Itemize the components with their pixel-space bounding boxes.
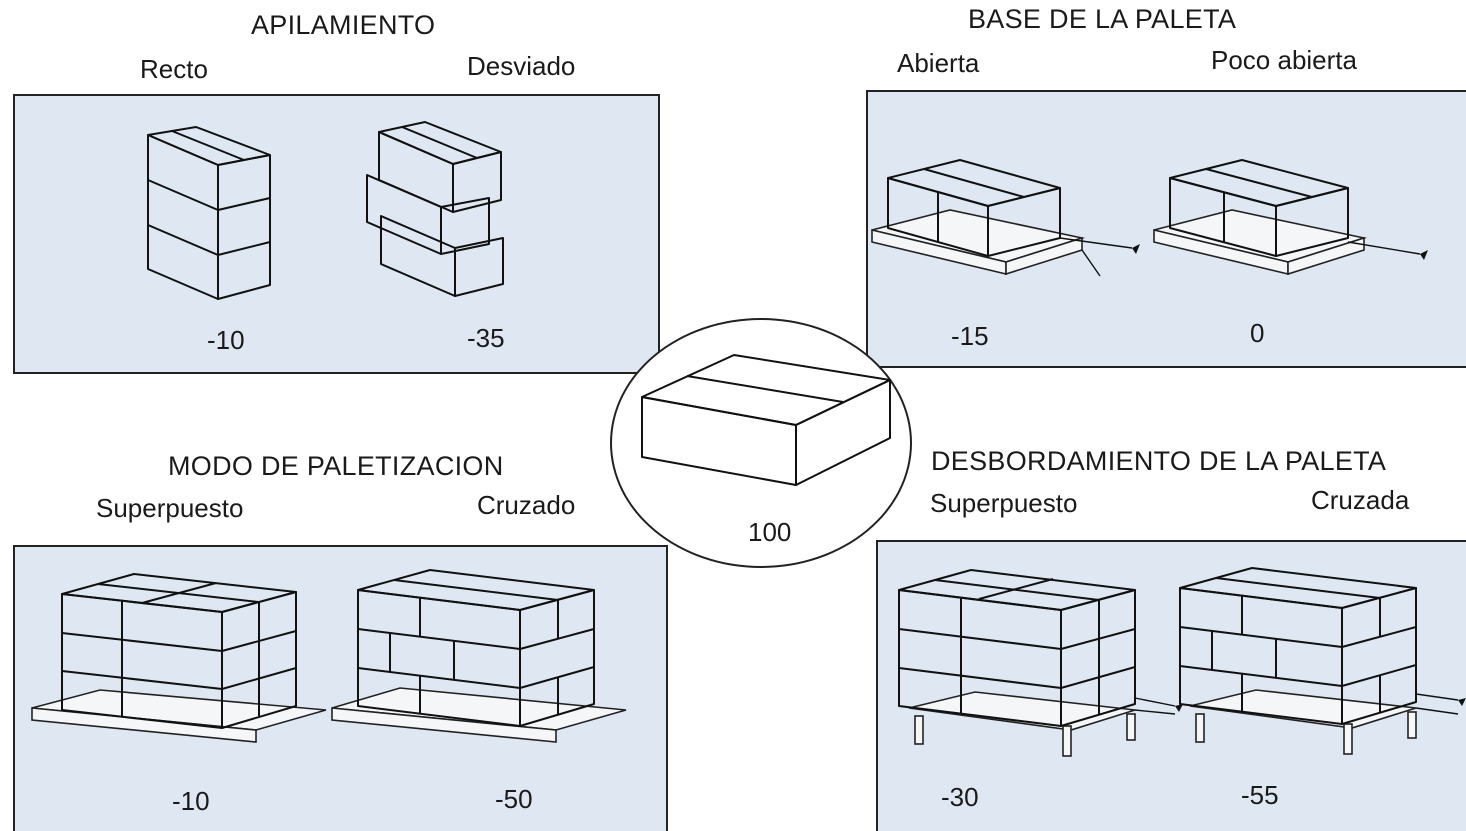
center-box-figure [641,354,891,486]
label-desviado: Desviado [467,51,576,81]
label-superpuesto-modo: Superpuesto [96,493,244,523]
pallet-open-figure [871,159,1140,277]
value-recto: -10 [207,325,245,355]
value-abierta: -15 [951,321,989,351]
value-poco-abierta: 0 [1250,318,1265,348]
label-superpuesto-desb: Superpuesto [930,488,1078,518]
overhang-column-figure [898,569,1183,757]
stack-straight-figure [147,126,271,300]
panel-desbordamiento [876,540,1466,831]
heading-desbordamiento: DESBORDAMIENTO DE LA PALETA [931,446,1387,476]
label-poco-abierta: Poco abierta [1211,45,1357,75]
value-cruzada: -55 [1241,780,1279,810]
pallet-slightly-open-figure [1153,159,1428,276]
heading-apilamiento: APILAMIENTO [251,10,436,40]
value-superpuesto-modo: -10 [172,786,210,816]
overhang-interlocked-figure [1179,567,1466,755]
pallet-column-stack-figure [31,573,327,743]
label-abierta: Abierta [897,48,980,78]
stack-offset-figure [366,121,504,297]
pallet-interlocked-stack-figure [331,569,627,743]
value-center: 100 [748,517,792,547]
value-desviado: -35 [467,323,505,353]
label-recto: Recto [140,54,208,84]
value-superpuesto-desb: -30 [941,782,979,812]
heading-modo-paletizacion: MODO DE PALETIZACION [168,451,504,481]
value-cruzado: -50 [495,784,533,814]
heading-base-paleta: BASE DE LA PALETA [968,4,1237,34]
panel-apilamiento [13,94,660,374]
label-cruzada: Cruzada [1311,485,1410,515]
label-cruzado: Cruzado [477,490,576,520]
